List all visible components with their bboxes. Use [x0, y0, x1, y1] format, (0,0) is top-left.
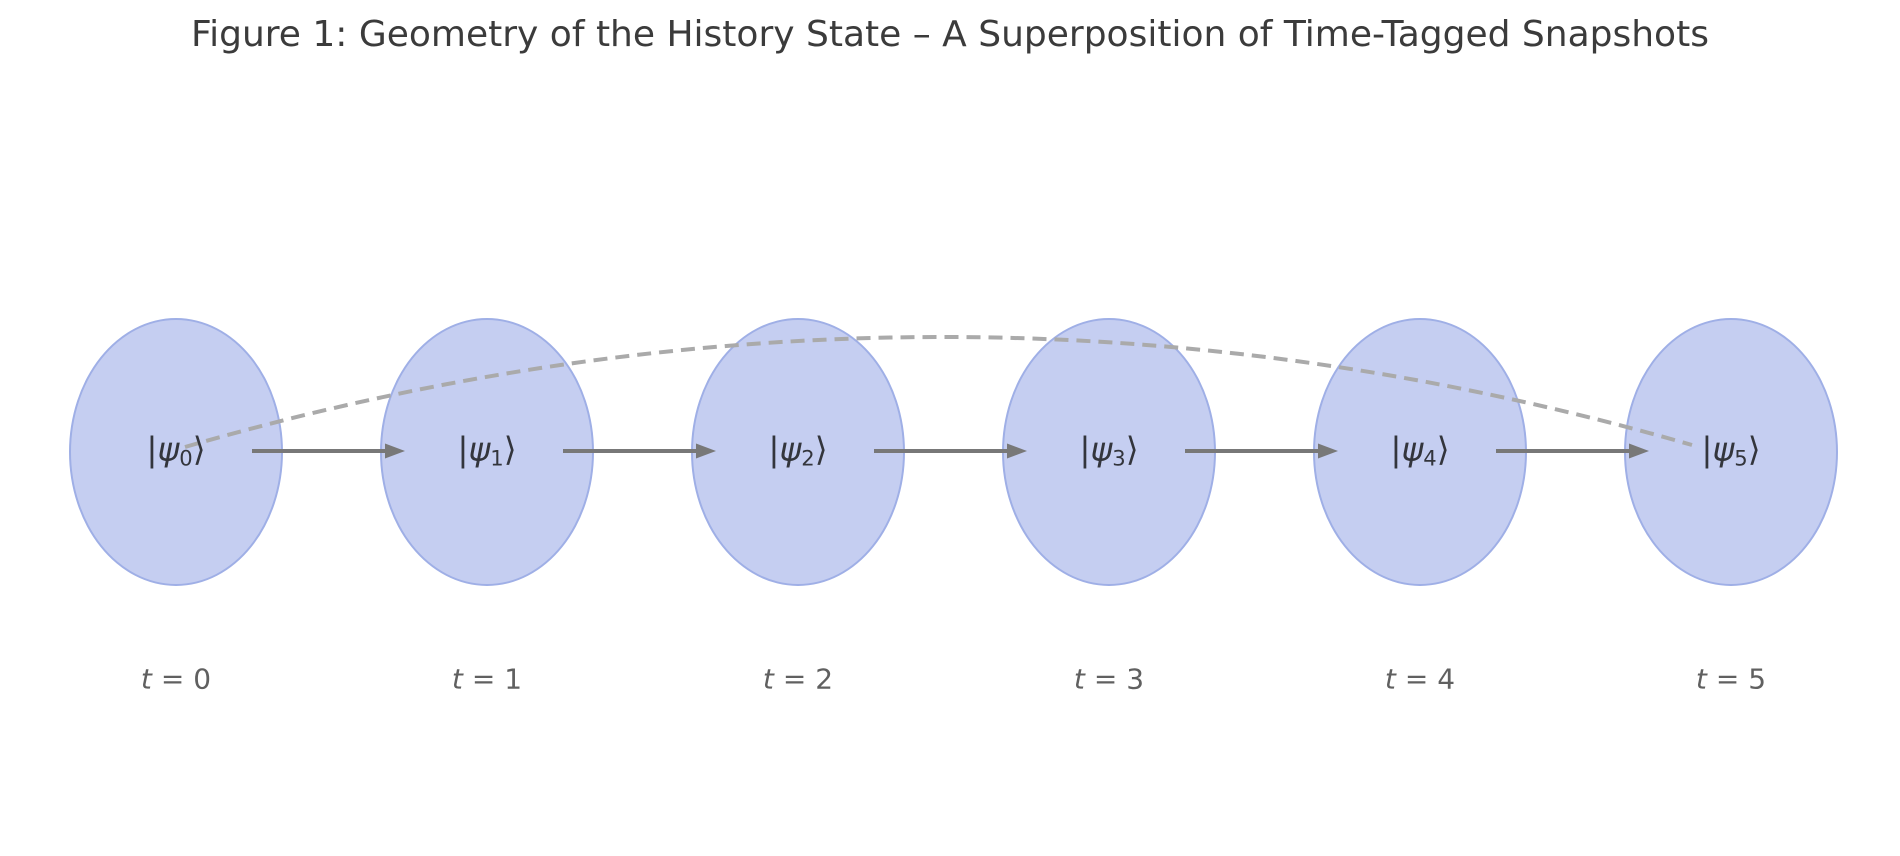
ket-close-angle: ⟩: [192, 429, 206, 469]
time-variable: t: [1073, 662, 1085, 696]
time-label: t= 2: [763, 663, 833, 696]
psi-symbol: ψ: [157, 429, 180, 469]
ket-open-bar: |: [1079, 429, 1091, 469]
ket-subscript: 1: [490, 445, 504, 471]
ket-open-bar: |: [1390, 429, 1402, 469]
time-value: = 2: [782, 662, 834, 696]
psi-symbol: ψ: [1401, 429, 1424, 469]
state-ket-label: |ψ4⟩: [1390, 430, 1449, 471]
transition-arrow: [252, 443, 405, 459]
state-ket-label: |ψ5⟩: [1701, 430, 1760, 471]
time-label: t= 3: [1074, 663, 1144, 696]
time-label: t= 1: [452, 663, 522, 696]
superposition-arc: [184, 335, 1693, 449]
ket-open-bar: |: [457, 429, 469, 469]
time-label: t= 5: [1696, 663, 1766, 696]
psi-symbol: ψ: [779, 429, 802, 469]
psi-symbol: ψ: [468, 429, 491, 469]
state-ket-label: |ψ1⟩: [457, 430, 516, 471]
time-value: = 4: [1404, 662, 1456, 696]
time-value: = 0: [160, 662, 212, 696]
ket-subscript: 0: [179, 445, 193, 471]
transition-arrow: [563, 443, 716, 459]
arrow-head: [1007, 443, 1027, 459]
state-ket-label: |ψ0⟩: [146, 430, 205, 471]
transition-arrow: [874, 443, 1027, 459]
time-label: t= 4: [1385, 663, 1455, 696]
ket-close-angle: ⟩: [1436, 429, 1450, 469]
arrow-head: [385, 443, 405, 459]
time-value: = 3: [1093, 662, 1145, 696]
ket-subscript: 5: [1734, 445, 1748, 471]
state-ket-label: |ψ2⟩: [768, 430, 827, 471]
time-value: = 1: [471, 662, 523, 696]
snapshot-ellipse: [69, 318, 283, 586]
arrow-head: [696, 443, 716, 459]
transition-arrow: [1185, 443, 1338, 459]
time-label: t= 0: [141, 663, 211, 696]
arrow-head: [1629, 443, 1649, 459]
psi-symbol: ψ: [1090, 429, 1113, 469]
ket-subscript: 3: [1112, 445, 1126, 471]
time-variable: t: [140, 662, 152, 696]
ket-open-bar: |: [768, 429, 780, 469]
time-variable: t: [1695, 662, 1707, 696]
time-variable: t: [1384, 662, 1396, 696]
snapshot-ellipse: [691, 318, 905, 586]
ket-open-bar: |: [1701, 429, 1713, 469]
time-variable: t: [762, 662, 774, 696]
ket-subscript: 4: [1423, 445, 1437, 471]
ket-close-angle: ⟩: [1747, 429, 1761, 469]
ket-close-angle: ⟩: [1125, 429, 1139, 469]
ket-open-bar: |: [146, 429, 158, 469]
ket-close-angle: ⟩: [503, 429, 517, 469]
time-value: = 5: [1715, 662, 1767, 696]
psi-symbol: ψ: [1712, 429, 1735, 469]
figure-title: Figure 1: Geometry of the History State …: [191, 14, 1709, 55]
snapshot-ellipse: [1624, 318, 1838, 586]
state-ket-label: |ψ3⟩: [1079, 430, 1138, 471]
ket-close-angle: ⟩: [814, 429, 828, 469]
transition-arrow: [1496, 443, 1649, 459]
arrow-head: [1318, 443, 1338, 459]
ket-subscript: 2: [801, 445, 815, 471]
time-variable: t: [451, 662, 463, 696]
